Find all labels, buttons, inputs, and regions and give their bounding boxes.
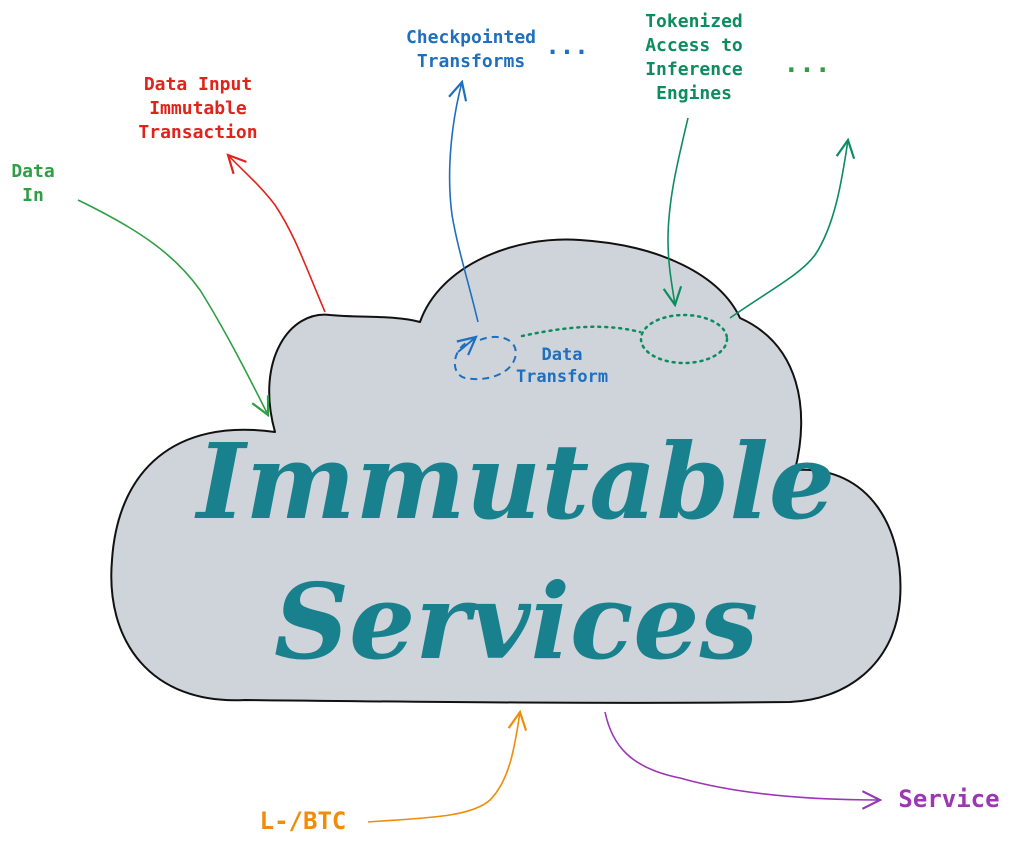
transform-node-right xyxy=(639,313,729,365)
tokenized-line3: Inference xyxy=(645,59,743,80)
data-input-tx-line1: Data Input xyxy=(143,74,253,95)
checkpointed-label: Checkpointed Transforms xyxy=(396,26,546,74)
tokenized-out-arrow xyxy=(729,140,848,319)
cloud-title-line1: Immutable xyxy=(196,420,836,543)
data-in-line1: Data xyxy=(11,161,55,182)
data-input-tx-line2: Immutable xyxy=(149,98,247,119)
data-input-tx-label: Data Input Immutable Transaction xyxy=(128,73,268,145)
service-arrow xyxy=(604,711,880,800)
tokenized-line1: Tokenized xyxy=(645,11,743,32)
data-transform-label: Data Transform xyxy=(504,344,620,388)
checkpoint-arrow xyxy=(450,82,479,323)
lbtc-arrow xyxy=(367,712,520,823)
checkpointed-line1: Checkpointed xyxy=(405,27,537,48)
data-in-line2: In xyxy=(22,185,44,206)
tokenized-more: ... xyxy=(783,49,831,79)
service-label: Service xyxy=(898,785,1000,813)
data-in-arrow xyxy=(77,199,268,415)
data-in-label: Data In xyxy=(2,160,64,208)
cloud-title-line2: Services xyxy=(273,560,759,683)
transform-node-left-arrow xyxy=(458,337,476,352)
tokenized-label: Tokenized Access to Inference Engines xyxy=(636,10,752,106)
data-transform-line2: Transform xyxy=(515,367,609,387)
checkpointed-more: ... xyxy=(545,32,589,60)
data-input-tx-arrow xyxy=(228,155,326,313)
data-transform-line1: Data xyxy=(541,345,583,365)
lbtc-label: L-/BTC xyxy=(259,807,347,835)
checkpointed-line2: Transforms xyxy=(416,51,526,72)
transform-node-left xyxy=(453,335,517,381)
tokenized-line2: Access to xyxy=(645,35,743,56)
data-input-tx-line3: Transaction xyxy=(138,122,258,143)
cloud-shape xyxy=(110,238,902,704)
transform-connector xyxy=(520,325,642,338)
tokenized-in-arrow xyxy=(668,117,689,305)
tokenized-line4: Engines xyxy=(656,83,732,104)
